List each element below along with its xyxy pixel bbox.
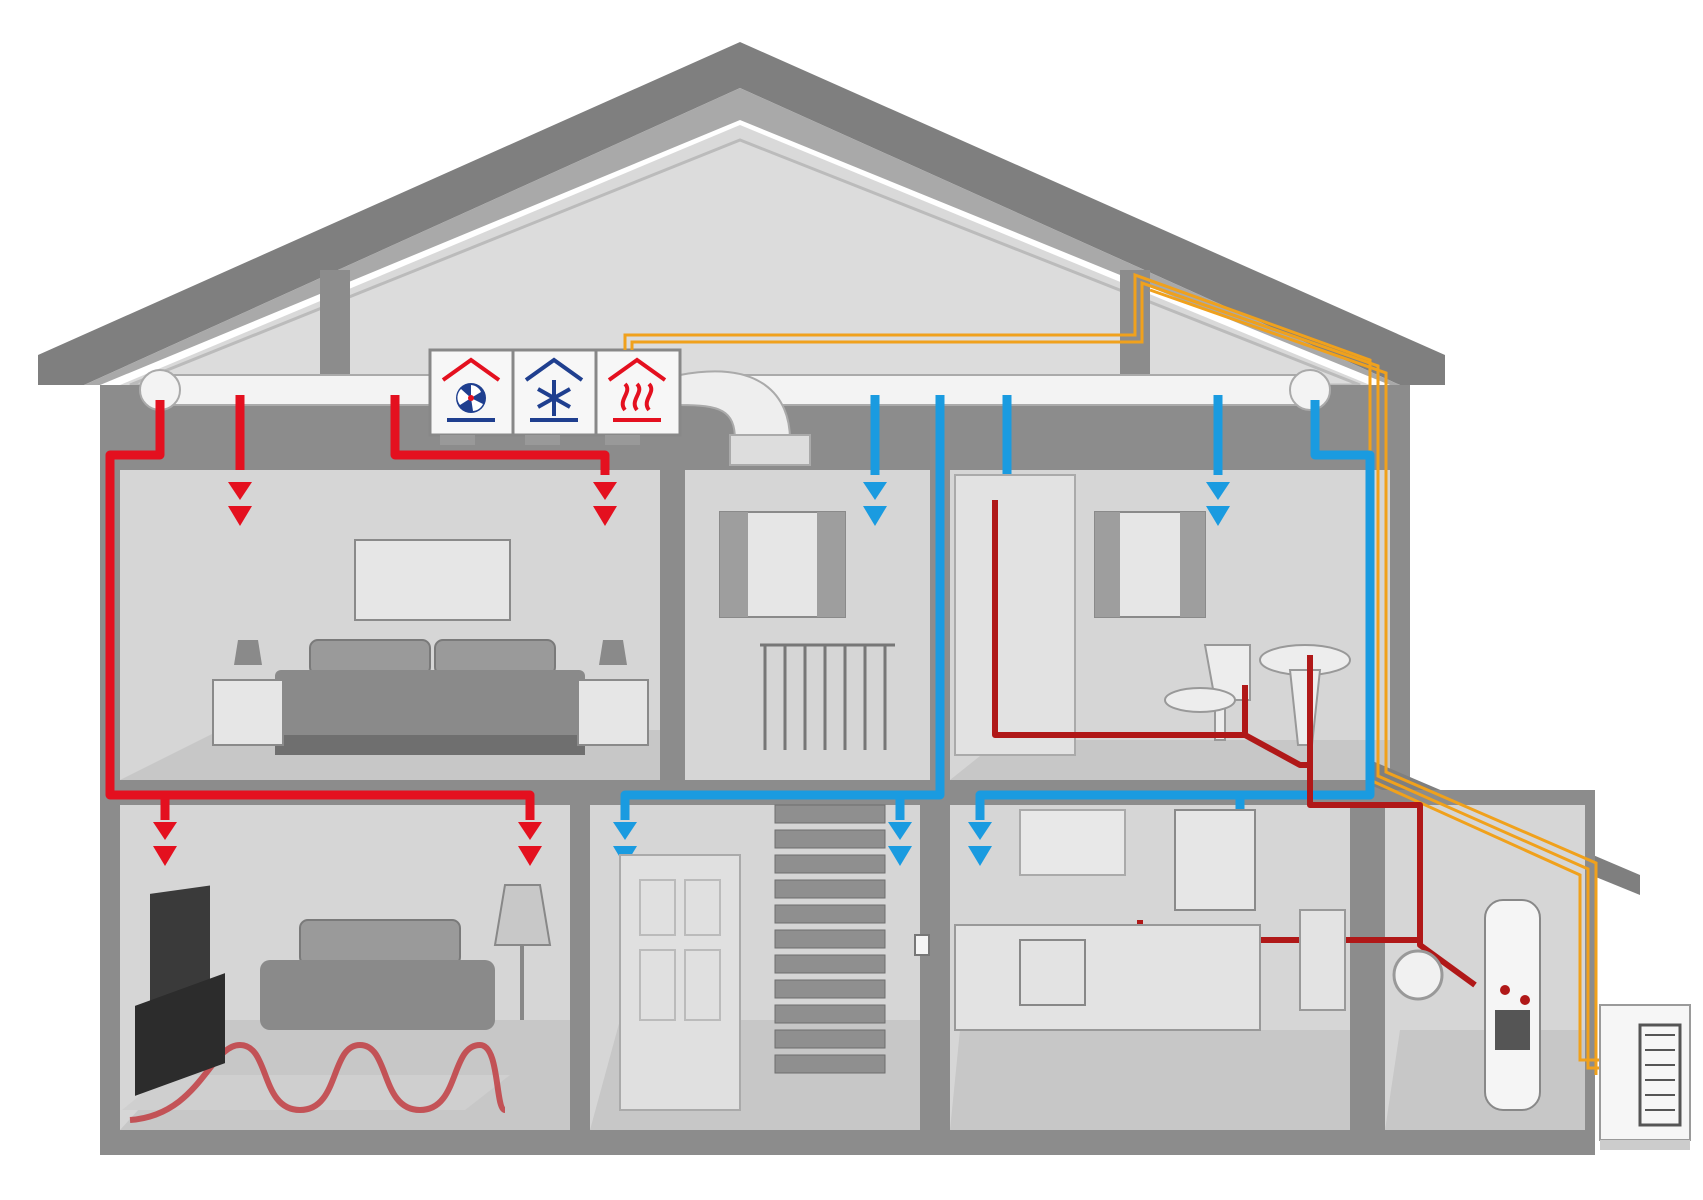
bed: [275, 670, 585, 740]
window-blind: [1019, 809, 1126, 876]
cold-supply-arrow: [968, 822, 992, 866]
sofa-back: [299, 919, 461, 966]
tv-stand: [135, 973, 225, 1096]
house-structure: [100, 385, 1410, 1155]
stair-railing: [760, 643, 895, 750]
floor-lamp: [493, 884, 552, 946]
shower-enclosure: [954, 474, 1076, 756]
living-room-features: [122, 884, 552, 1123]
snowflake-icon: [524, 357, 584, 422]
hot-air-ducts: [105, 395, 610, 820]
hot-supply-arrow: [228, 482, 252, 526]
cold-supply-arrow: [1206, 482, 1230, 526]
cold-air-ducts: [620, 395, 1375, 820]
fan-icon: [441, 357, 501, 422]
pillow: [434, 639, 556, 676]
kitchen-features: [954, 809, 1444, 1031]
nightstand: [577, 679, 649, 746]
hvac-unit: [139, 348, 1331, 466]
pillow: [309, 639, 431, 676]
tall-cabinet: [1299, 909, 1346, 1011]
refrigerant-lines: [623, 272, 1600, 1075]
hot-supply-arrow: [593, 482, 617, 526]
bathroom-features: [954, 474, 1351, 756]
cold-supply-arrow: [863, 482, 887, 526]
outdoor-heat-pump: [1599, 1004, 1691, 1150]
oven: [1019, 939, 1086, 1006]
heat-waves-icon: [607, 357, 667, 422]
wall-picture: [354, 539, 511, 621]
lamp: [234, 640, 262, 665]
front-door: [619, 854, 741, 1111]
landing-features: [719, 511, 895, 750]
bedroom-furniture: [212, 539, 649, 755]
wall-cabinet: [1174, 809, 1256, 911]
nightstand: [212, 679, 284, 746]
underfloor-heating: [129, 1041, 507, 1123]
hot-supply-arrow: [518, 822, 542, 866]
hot-supply-arrow: [153, 822, 177, 866]
hallway-features: [619, 804, 930, 1111]
lamp: [599, 640, 627, 665]
kitchen-counter: [954, 924, 1261, 1031]
cold-supply-arrow: [888, 822, 912, 866]
washing-machine: [1392, 949, 1444, 1001]
sofa: [260, 960, 495, 1030]
wall-thermostat: [914, 934, 930, 956]
roof: [38, 42, 1445, 445]
hot-water-cylinder: [1484, 899, 1541, 1111]
staircase: [774, 804, 886, 1074]
